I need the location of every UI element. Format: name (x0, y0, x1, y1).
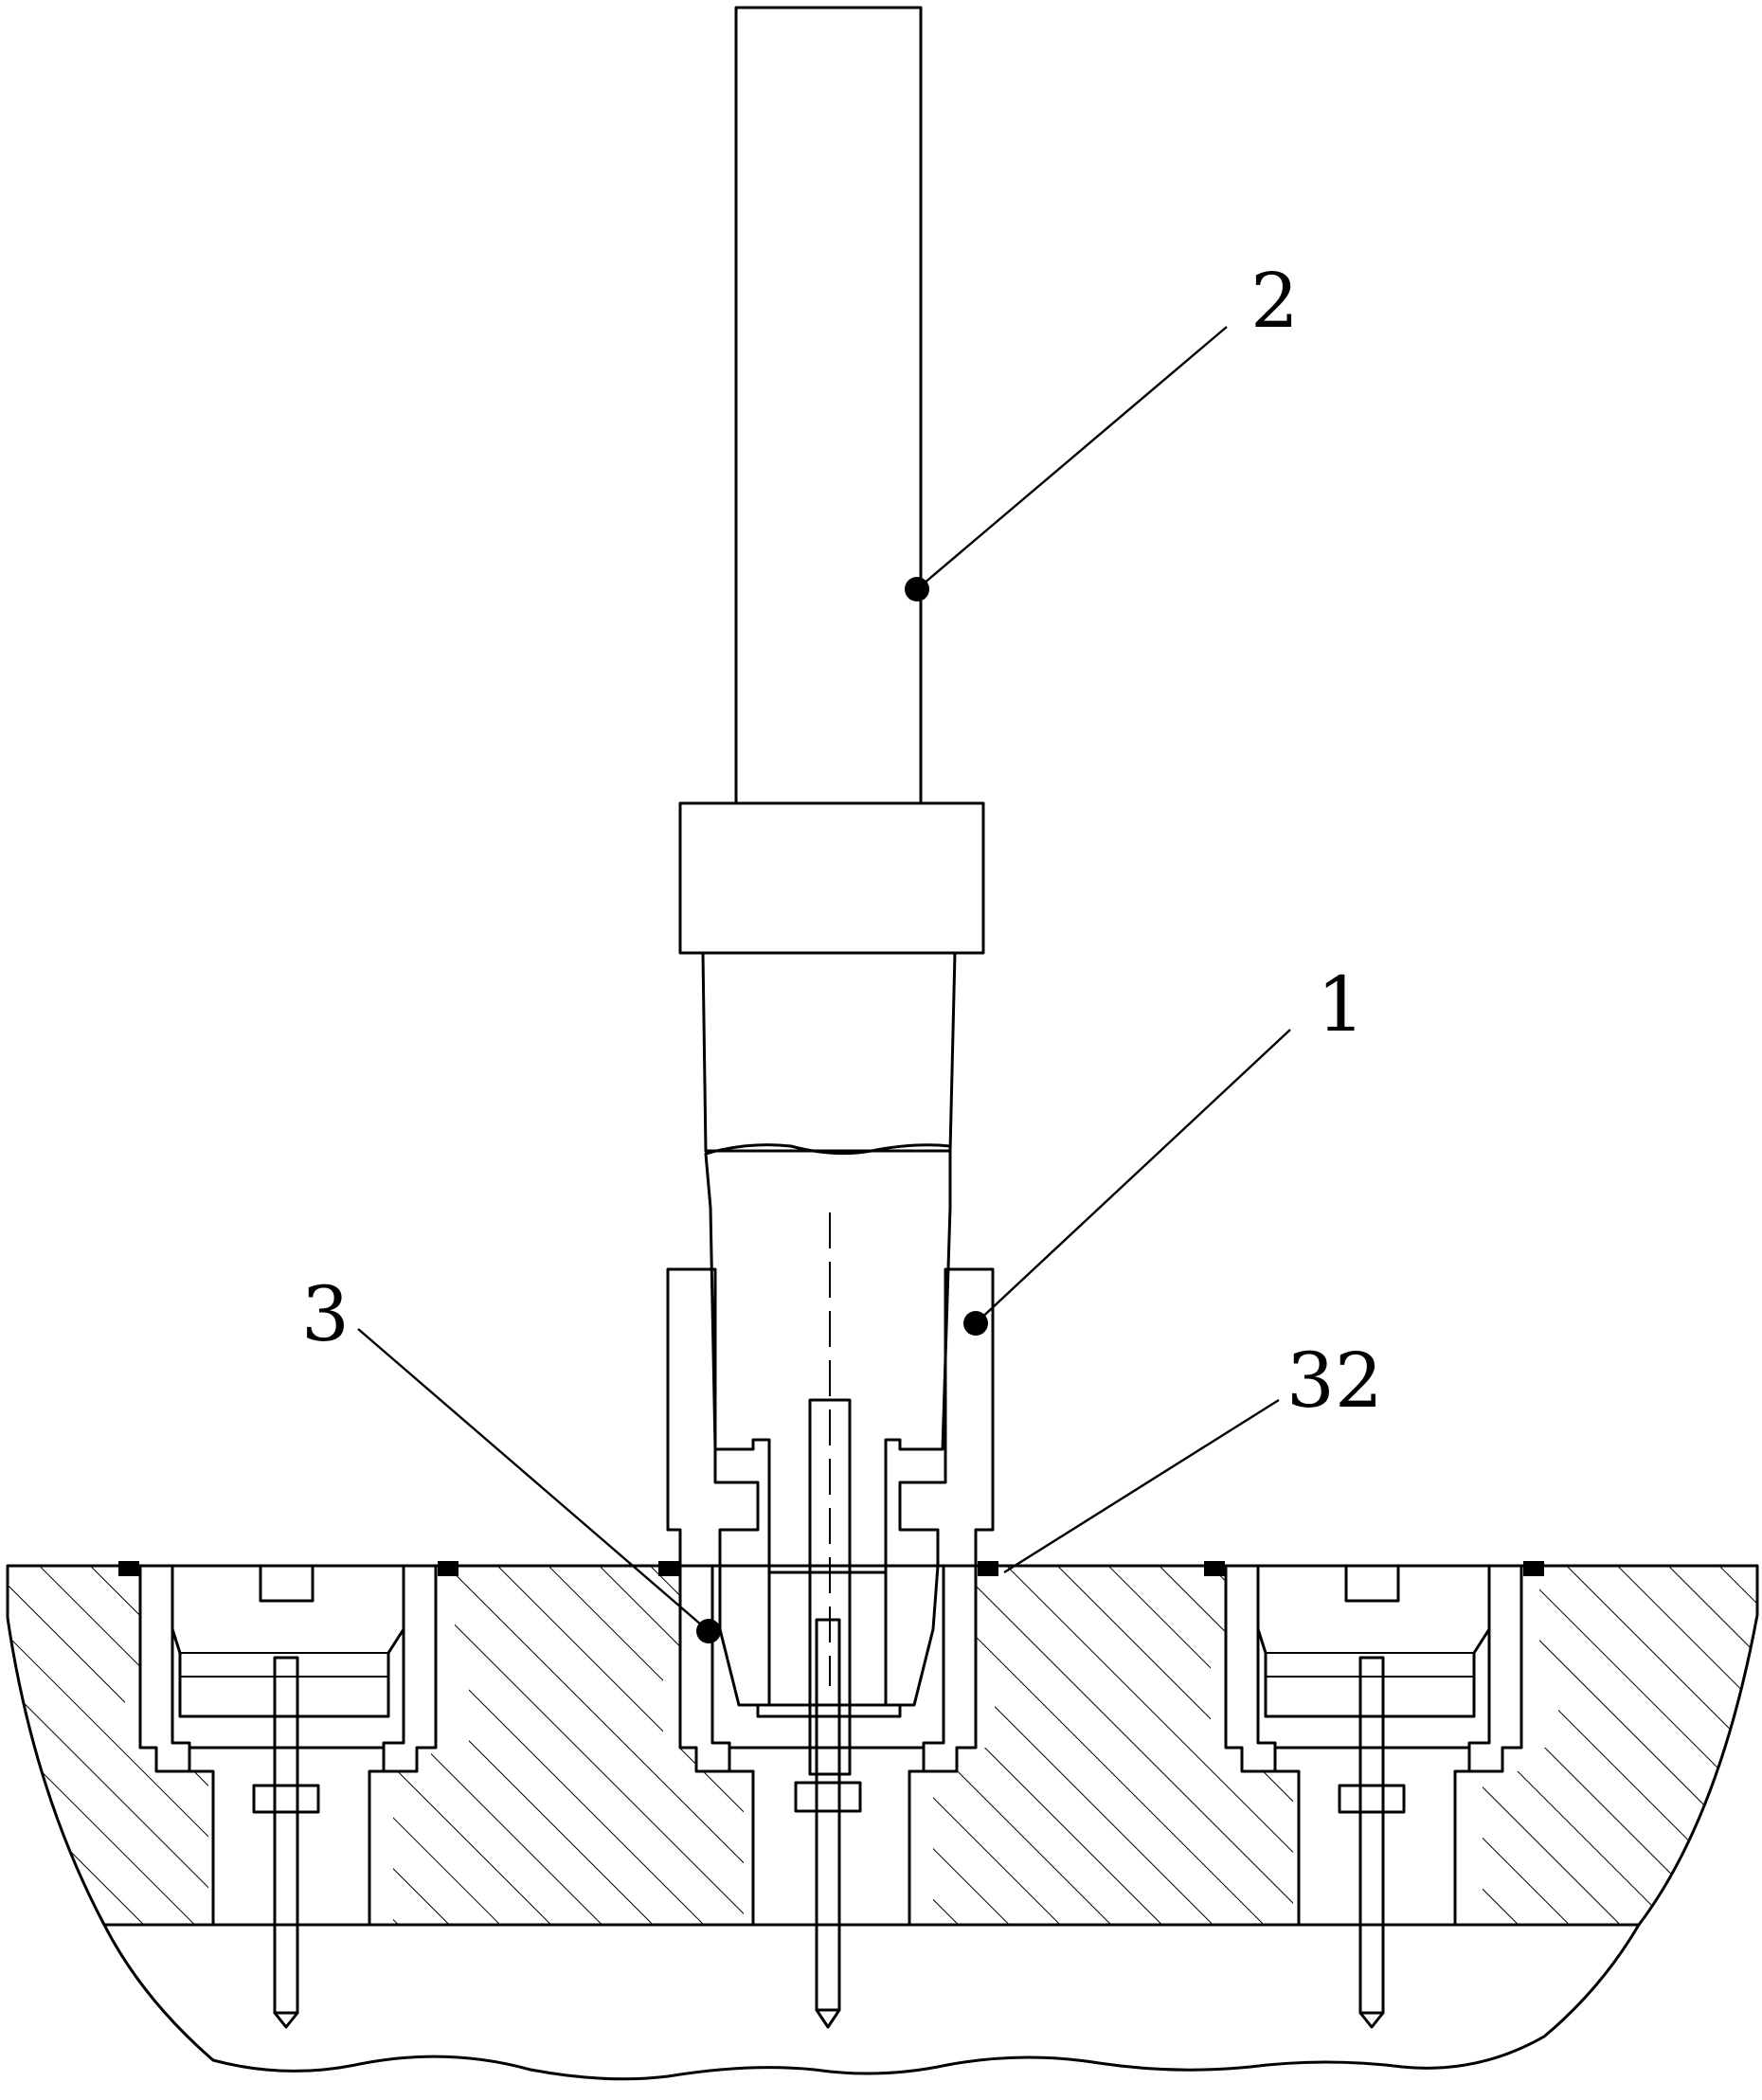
label-1: 1 (1317, 960, 1365, 1049)
rod-lower-shaft (701, 951, 957, 1153)
label-3: 3 (301, 1270, 350, 1358)
leader-32 (1003, 1398, 1280, 1574)
socket-inner-contact-right (884, 1564, 940, 1707)
label-32: 32 (1286, 1337, 1383, 1425)
leader-1 (975, 1029, 1291, 1324)
connector-socket-right (1204, 1561, 1544, 2029)
test-rod (678, 6, 985, 1574)
socket-inner-contact (718, 1564, 771, 1707)
leader-3 (357, 1328, 710, 1632)
connector-socket-left (118, 1561, 458, 2029)
leader-2-dot (905, 577, 929, 601)
reference-labels: 2 1 3 32 (301, 257, 1383, 1425)
lower-body-outline (102, 1923, 1641, 2081)
connector-sockets (118, 1561, 1544, 2029)
rod-upper-shaft (734, 6, 923, 805)
center-probe-pin (808, 1398, 852, 1776)
leader-3-dot (696, 1619, 721, 1643)
leader-2 (916, 326, 1228, 590)
reference-leaders (357, 326, 1291, 1643)
sleeve-left-wall (666, 1267, 760, 1568)
label-2: 2 (1250, 257, 1299, 345)
rod-collar (678, 801, 985, 955)
sleeve-right-wall (898, 1267, 995, 1568)
leader-1-dot (963, 1311, 988, 1336)
sleeve-adapter (666, 1212, 995, 2029)
rod-break-section (704, 1143, 952, 1574)
base-plate-hatched-section (8, 1566, 1757, 1925)
center-pin-contact (728, 1746, 926, 1927)
base-plate (6, 1564, 1759, 2081)
